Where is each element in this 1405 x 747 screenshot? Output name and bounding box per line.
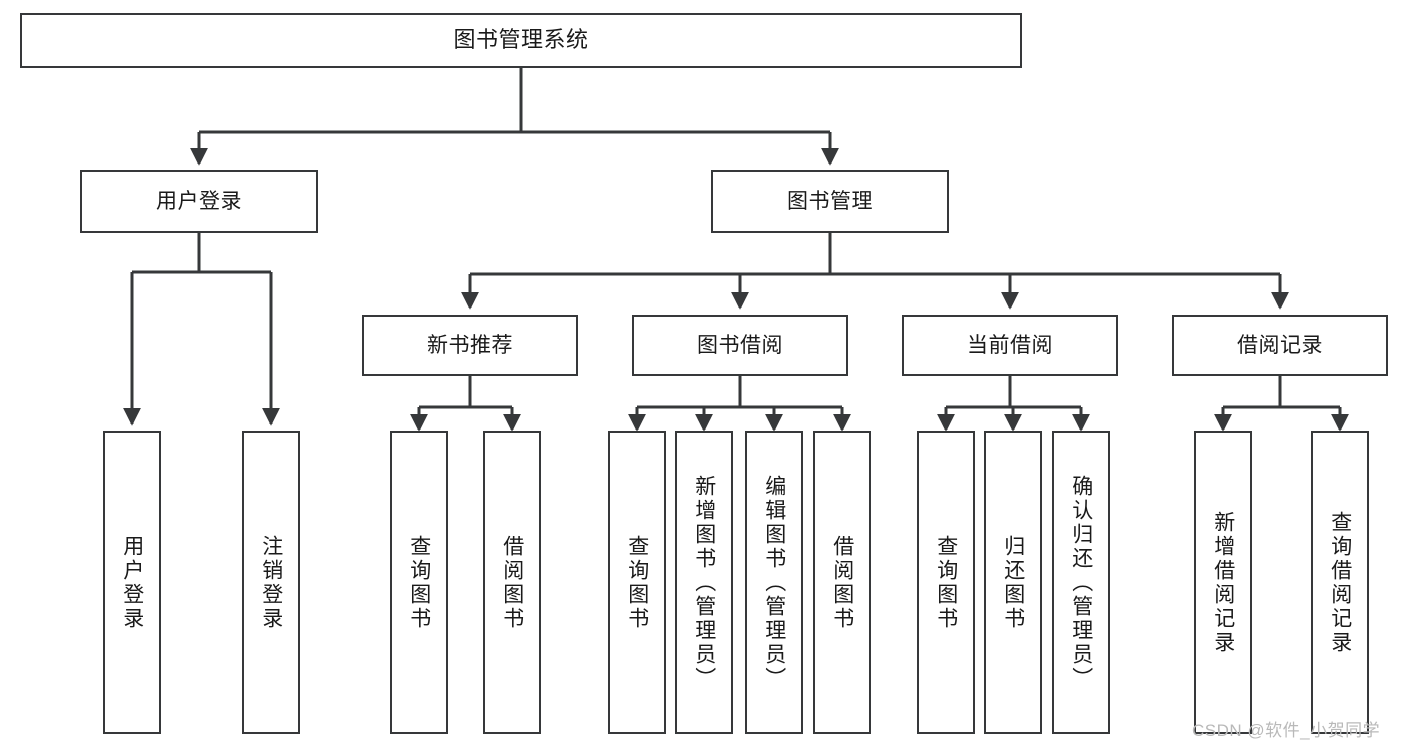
leaf-new-book-borrow[interactable]: 借阅图书	[483, 431, 541, 734]
leaf-current-borrow-confirm[interactable]: 确认归还（管理员）	[1052, 431, 1110, 734]
node-new-book-recommend[interactable]: 新书推荐	[362, 315, 578, 376]
leaf-book-borrow-edit[interactable]: 编辑图书（管理员）	[745, 431, 803, 734]
node-borrow-record-label: 借阅记录	[1237, 333, 1323, 357]
node-root-label: 图书管理系统	[453, 27, 589, 53]
leaf-borrow-record-add-label: 新增借阅记录	[1211, 510, 1235, 655]
leaf-current-borrow-return[interactable]: 归还图书	[984, 431, 1042, 734]
watermark: CSDN @软件_小贺同学	[1192, 721, 1381, 740]
leaf-current-borrow-query[interactable]: 查询图书	[917, 431, 975, 734]
leaf-new-book-query[interactable]: 查询图书	[390, 431, 448, 734]
leaf-book-borrow-add[interactable]: 新增图书（管理员）	[675, 431, 733, 734]
leaf-current-borrow-return-label: 归还图书	[1001, 534, 1025, 631]
node-book-borrow[interactable]: 图书借阅	[632, 315, 848, 376]
leaf-new-book-query-label: 查询图书	[407, 534, 431, 631]
leaf-current-borrow-confirm-label: 确认归还（管理员）	[1069, 474, 1093, 691]
leaf-book-borrow-query[interactable]: 查询图书	[608, 431, 666, 734]
leaf-user-login-signin[interactable]: 用户登录	[103, 431, 161, 734]
leaf-new-book-borrow-label: 借阅图书	[500, 534, 524, 631]
leaf-book-borrow-query-label: 查询图书	[625, 534, 649, 631]
leaf-user-login-signout-label: 注销登录	[259, 534, 283, 631]
node-current-borrow[interactable]: 当前借阅	[902, 315, 1118, 376]
leaf-borrow-record-add[interactable]: 新增借阅记录	[1194, 431, 1252, 734]
node-book-management[interactable]: 图书管理	[711, 170, 949, 233]
node-root[interactable]: 图书管理系统	[20, 13, 1022, 68]
node-new-book-recommend-label: 新书推荐	[427, 333, 513, 357]
leaf-book-borrow-edit-label: 编辑图书（管理员）	[762, 474, 786, 691]
node-book-management-label: 图书管理	[787, 189, 873, 213]
node-current-borrow-label: 当前借阅	[967, 333, 1053, 357]
leaf-book-borrow-borrow[interactable]: 借阅图书	[813, 431, 871, 734]
leaf-borrow-record-query[interactable]: 查询借阅记录	[1311, 431, 1369, 734]
node-user-login-label: 用户登录	[156, 189, 242, 213]
leaf-book-borrow-borrow-label: 借阅图书	[830, 534, 854, 631]
leaf-current-borrow-query-label: 查询图书	[934, 534, 958, 631]
node-borrow-record[interactable]: 借阅记录	[1172, 315, 1388, 376]
leaf-user-login-signout[interactable]: 注销登录	[242, 431, 300, 734]
leaf-borrow-record-query-label: 查询借阅记录	[1328, 510, 1352, 655]
leaf-user-login-signin-label: 用户登录	[120, 534, 144, 631]
node-user-login[interactable]: 用户登录	[80, 170, 318, 233]
leaf-book-borrow-add-label: 新增图书（管理员）	[692, 474, 716, 691]
node-book-borrow-label: 图书借阅	[697, 333, 783, 357]
